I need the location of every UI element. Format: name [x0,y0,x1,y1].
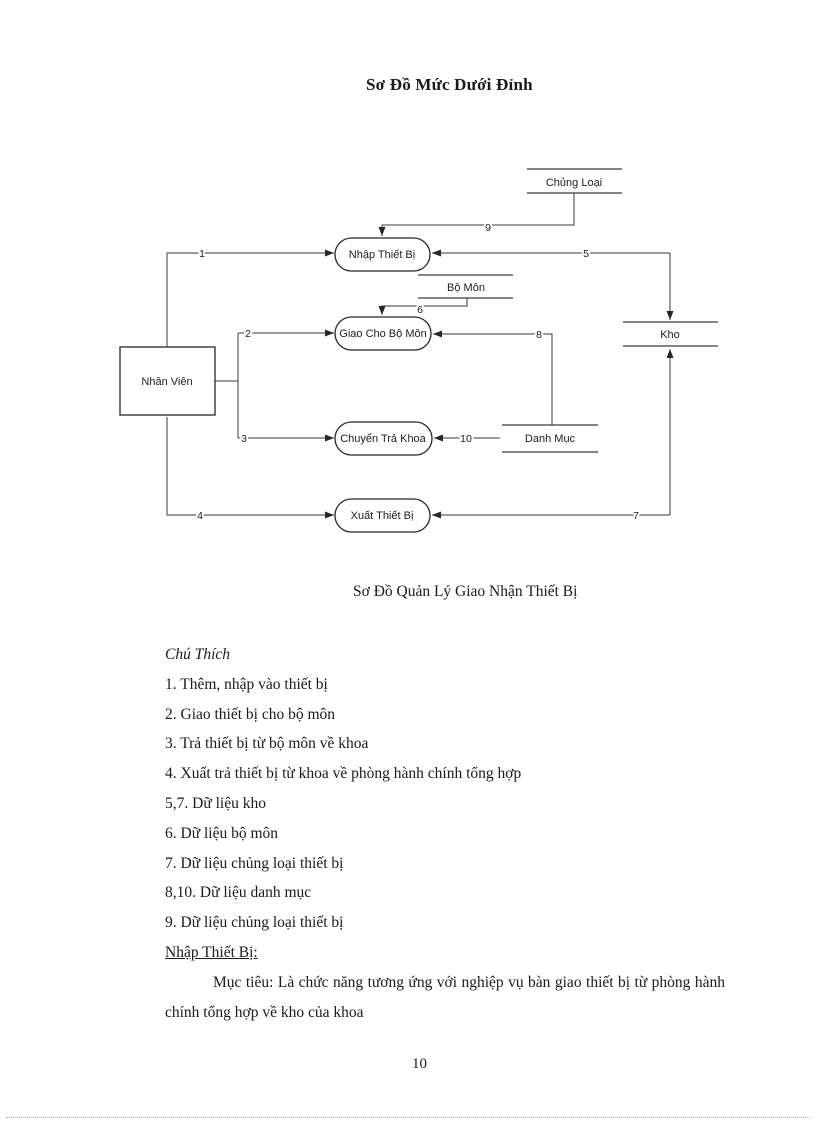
flow-4-line [166,417,334,519]
store-label: Danh Mục [525,433,576,445]
process-shape [334,421,433,456]
flow-5-label: 5 [583,248,589,260]
flow-9-line [378,193,575,236]
process-shape [334,316,432,351]
legend-item: 5,7. Dữ liệu kho [165,794,266,812]
datastore-kho: Kho [623,321,718,347]
process-label: Chuyển Trả Khoa [340,433,426,445]
store-label: Chủng Loại [546,177,602,189]
dfd-diagram: Chủng Loại Bộ Môn Kho Danh Mục Nhân Viên… [119,168,718,533]
process-label: Nhập Thiết Bị [349,249,415,261]
flow-2-label: 2 [245,328,251,340]
flow-1-line [166,249,334,347]
process-label: Giao Cho Bộ Môn [339,328,426,340]
datastore-bo-mon: Bộ Môn [418,274,513,299]
entity-box [119,346,216,416]
datastore-danh-muc: Danh Mục [502,424,598,453]
flow-6-line [378,298,468,315]
legend-section: Chú Thích 1. Thêm, nhập vào thiết bị 2. … [165,640,725,1027]
store-label: Bộ Môn [447,282,485,294]
legend-heading: Chú Thích [165,646,231,663]
datastore-chung-loai: Chủng Loại [527,168,622,194]
flow-7-label: 7 [633,510,639,522]
process-nhap-thiet-bi: Nhập Thiết Bị [334,237,431,272]
legend-item: 2. Giao thiết bị cho bộ môn [165,705,336,723]
legend-item: 6. Dữ liệu bộ môn [165,824,279,842]
flow-9-label: 9 [485,222,491,234]
process-chuyen-tra-khoa: Chuyển Trả Khoa [334,421,433,456]
diagram-caption: Sơ Đồ Quản Lý Giao Nhận Thiết Bị [353,583,578,600]
legend-item: 8,10. Dữ liệu danh mục [165,884,312,902]
process-shape [334,498,431,533]
section-paragraph: Mục tiêu: Là chức năng tương ứng với ngh… [165,973,725,1021]
process-giao-cho-bo-mon: Giao Cho Bộ Môn [334,316,432,351]
entity-nhan-vien: Nhân Viên [119,346,216,416]
flow-1-label: 1 [199,248,205,260]
footer-dotted-rule [6,1117,810,1118]
flow-6-label: 6 [417,304,423,316]
process-label: Xuất Thiết Bị [351,510,414,522]
flow-4-label: 4 [197,510,203,522]
process-xuat-thiet-bi: Xuất Thiết Bị [334,498,431,533]
legend-item: 1. Thêm, nhập vào thiết bị [165,675,328,693]
flow-8-line [433,330,553,425]
flow-10-label: 10 [460,433,472,445]
entity-label: Nhân Viên [141,376,192,388]
flow-3-label: 3 [241,433,247,445]
store-label: Kho [660,329,680,341]
process-shape [334,237,431,272]
legend-item: 9. Dữ liệu chủng loại thiết bị [165,914,344,932]
section-subheading-text: Nhập Thiết Bị: [165,943,258,961]
legend-item: 7. Dữ liệu chủng loại thiết bị [165,854,344,872]
page-number: 10 [412,1056,427,1072]
page-title: Sơ Đồ Mức Dưới Đỉnh [366,75,533,94]
legend-item: 3. Trả thiết bị từ bộ môn về khoa [165,735,369,753]
flow-8-label: 8 [536,329,542,341]
legend-item: 4. Xuất trả thiết bị từ khoa về phòng hà… [165,765,522,783]
section-subheading: Nhập Thiết Bị: [165,938,725,968]
